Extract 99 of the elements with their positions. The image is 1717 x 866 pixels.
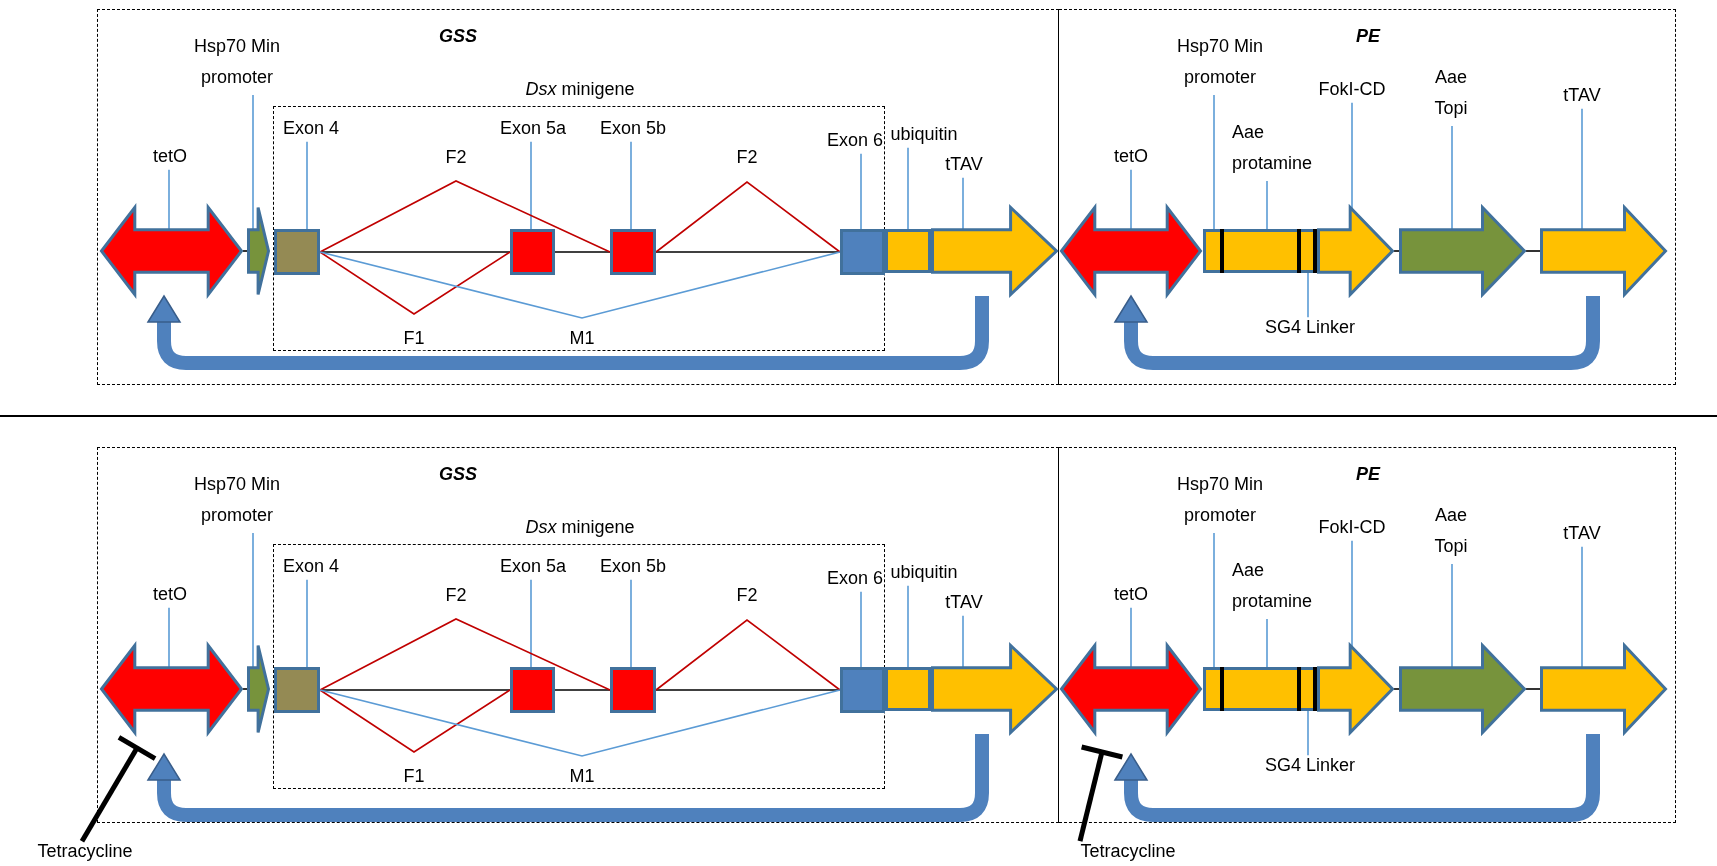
- gene-element: [931, 206, 1058, 296]
- gene-element: [1540, 206, 1667, 296]
- connector-line: [554, 689, 611, 691]
- linker-segment: [1297, 229, 1317, 273]
- part-label: Exon 5a: [499, 118, 567, 140]
- feedback-arrow: [1114, 734, 1600, 822]
- operator-element: [1060, 206, 1202, 296]
- part-label: tetO: [153, 584, 187, 606]
- part-label: Exon 4: [283, 118, 339, 140]
- part-label: Exon 5b: [599, 118, 667, 140]
- splice-line: [319, 689, 841, 757]
- gene-segment: [885, 667, 931, 711]
- exon-block: [840, 667, 885, 713]
- panel-title: GSS: [439, 464, 477, 486]
- splice-line: [319, 251, 841, 319]
- part-label: tTAV: [945, 592, 983, 614]
- connector-line: [1525, 250, 1541, 252]
- part-label: Hsp70 Min promoter: [187, 31, 287, 93]
- part-label: Aae Topi: [1425, 500, 1477, 562]
- construct-panel: [1059, 9, 1676, 385]
- gene-segment: [1224, 229, 1297, 273]
- exon-block: [510, 229, 555, 275]
- connector-line: [242, 688, 248, 690]
- leader-line: [1266, 618, 1268, 670]
- part-label: FokI-CD: [1318, 79, 1386, 101]
- connector-line: [1393, 250, 1400, 252]
- exon-block: [274, 229, 320, 275]
- splice-line: [319, 618, 611, 691]
- splice-line: [319, 689, 511, 753]
- feedback-arrow: [147, 734, 989, 822]
- promoter-segment: [1203, 229, 1224, 273]
- operator-element: [100, 644, 243, 734]
- operator-element: [1060, 644, 1202, 734]
- leader-line: [1307, 272, 1309, 318]
- promoter-element: [247, 644, 270, 734]
- minigene-label: Dsx minigene: [525, 517, 635, 539]
- part-label: Exon 5a: [499, 556, 567, 578]
- part-label: Aae protamine: [1232, 555, 1326, 617]
- linker-segment: [1297, 667, 1317, 711]
- exon-block: [610, 229, 656, 275]
- part-label: Tetracycline: [37, 841, 133, 863]
- part-label: SG4 Linker: [1265, 317, 1355, 339]
- exon-block: [840, 229, 885, 275]
- part-label: ubiquitin: [890, 562, 958, 584]
- leader-line: [1307, 710, 1309, 756]
- inhibition-line: [79, 734, 158, 843]
- construct-panel: [97, 447, 1059, 823]
- promoter-element: [247, 206, 270, 296]
- connector-line: [1525, 688, 1541, 690]
- part-label: Exon 5b: [599, 556, 667, 578]
- splice-line: [655, 181, 841, 253]
- exon-block: [274, 667, 320, 713]
- construct-panel: [1059, 447, 1676, 823]
- gene-segment: [1224, 667, 1297, 711]
- part-label: Aae protamine: [1232, 117, 1326, 179]
- connector-line: [242, 250, 248, 252]
- operator-element: [100, 206, 243, 296]
- gene-element: [1399, 644, 1526, 734]
- minigene-label: Dsx minigene: [525, 79, 635, 101]
- part-label: tetO: [1114, 146, 1148, 168]
- connector-line: [554, 251, 611, 253]
- connector-line: [1393, 688, 1400, 690]
- part-label: Hsp70 Min promoter: [1170, 469, 1270, 531]
- gene-element: [1317, 206, 1394, 296]
- gene-element: [1540, 644, 1667, 734]
- leader-line: [1266, 180, 1268, 232]
- leader-line: [1213, 94, 1215, 232]
- part-label: tTAV: [945, 154, 983, 176]
- part-label: tTAV: [1563, 85, 1601, 107]
- panel-title: GSS: [439, 26, 477, 48]
- part-label: Exon 4: [283, 556, 339, 578]
- part-label: Exon 6: [827, 130, 883, 152]
- gene-element: [931, 644, 1058, 734]
- exon-block: [510, 667, 555, 713]
- part-label: tetO: [1114, 584, 1148, 606]
- part-label: ubiquitin: [890, 124, 958, 146]
- panel-title: PE: [1356, 464, 1380, 486]
- part-label: FokI-CD: [1318, 517, 1386, 539]
- part-label: SG4 Linker: [1265, 755, 1355, 777]
- part-label: Tetracycline: [1080, 841, 1176, 863]
- connector-line: [655, 689, 841, 691]
- exon-block: [610, 667, 656, 713]
- gene-element: [1317, 644, 1394, 734]
- gene-segment: [885, 229, 931, 273]
- part-label: Exon 6: [827, 568, 883, 590]
- part-label: Hsp70 Min promoter: [187, 469, 287, 531]
- part-label: Hsp70 Min promoter: [1170, 31, 1270, 93]
- connector-line: [655, 251, 841, 253]
- part-label: tTAV: [1563, 523, 1601, 545]
- leader-line: [1213, 532, 1215, 670]
- gene-element: [1399, 206, 1526, 296]
- promoter-segment: [1203, 667, 1224, 711]
- part-label: Aae Topi: [1425, 62, 1477, 124]
- splice-line: [655, 619, 841, 691]
- splice-line: [319, 251, 511, 315]
- construct-panel: [97, 9, 1059, 385]
- panel-title: PE: [1356, 26, 1380, 48]
- part-label: tetO: [153, 146, 187, 168]
- splice-line: [319, 180, 611, 253]
